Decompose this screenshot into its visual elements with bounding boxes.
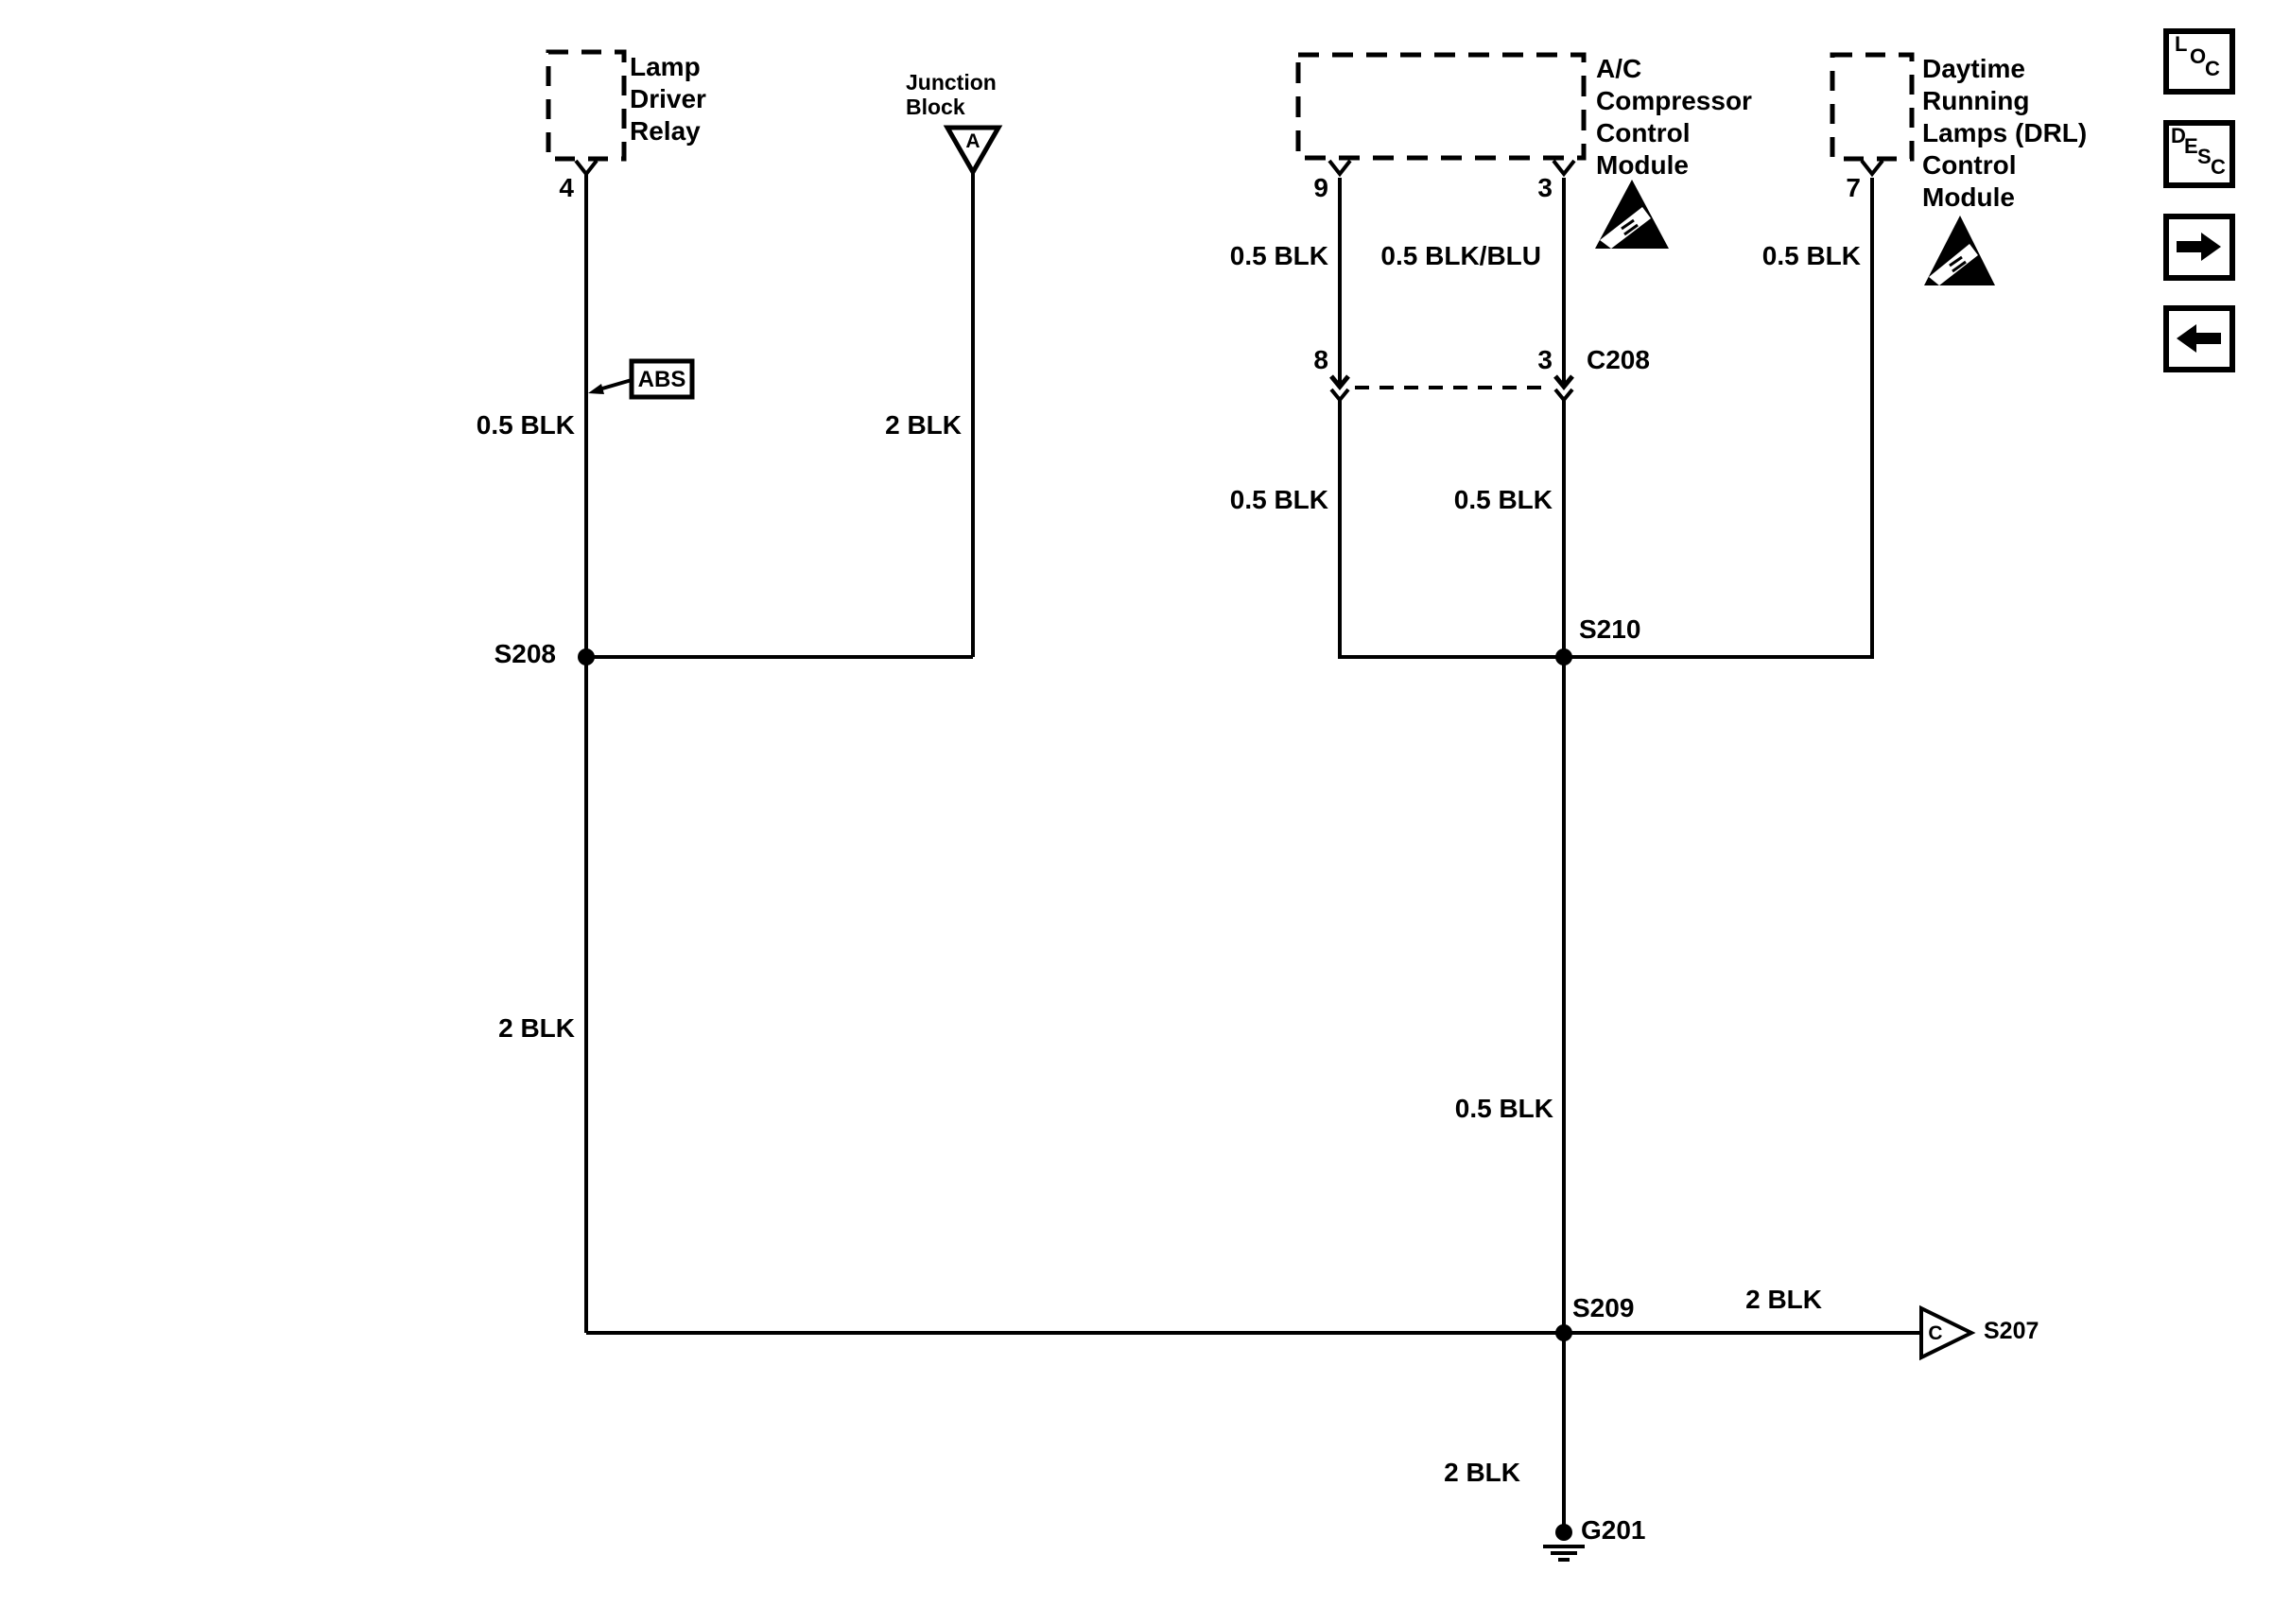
ac-compressor-module-box bbox=[1295, 52, 1587, 161]
desc-letter: S bbox=[2197, 145, 2212, 168]
pin-label-9: 9 bbox=[1313, 173, 1328, 202]
junction-block-label: Junction Block bbox=[906, 70, 997, 119]
ground-g201-dot bbox=[1555, 1524, 1572, 1541]
wire-ac8-lower bbox=[1338, 399, 1564, 659]
abs-callout-arrow-line bbox=[601, 378, 633, 390]
label-line: Daytime bbox=[1922, 54, 2025, 83]
c208-arrow-right-icon bbox=[1553, 374, 1574, 390]
desc-letter: E bbox=[2184, 134, 2198, 158]
wire-drl-vertical bbox=[1564, 178, 1874, 659]
drl-module-box bbox=[1830, 52, 1915, 162]
next-page-button[interactable] bbox=[2163, 214, 2235, 281]
arrow-left-icon bbox=[2177, 324, 2221, 353]
esd-icon bbox=[1924, 216, 1995, 285]
wire-label: 2 BLK bbox=[498, 1013, 575, 1043]
lamp-driver-relay-box bbox=[546, 49, 627, 162]
abs-callout-box bbox=[629, 358, 695, 400]
connector-label-c208: C208 bbox=[1587, 345, 1650, 374]
wire-label: 2 BLK bbox=[1745, 1285, 1822, 1314]
label-line: A/C bbox=[1596, 54, 1642, 83]
splice-label-s208: S208 bbox=[494, 639, 556, 668]
label-line: Lamp bbox=[630, 52, 701, 81]
splice-label-s209: S209 bbox=[1572, 1293, 1635, 1322]
abs-callout-arrowhead bbox=[588, 384, 604, 394]
label-line: Module bbox=[1596, 150, 1689, 180]
label-line: Relay bbox=[630, 116, 701, 146]
splice-s209-dot bbox=[1555, 1324, 1572, 1341]
wire-label: 0.5 BLK bbox=[1761, 241, 1861, 270]
c208-socket-left-icon bbox=[1329, 388, 1350, 404]
pin-label-7: 7 bbox=[1846, 173, 1861, 202]
drl-module-label: Daytime Running Lamps (DRL) Control Modu… bbox=[1922, 53, 2087, 214]
wire-label: 0.5 BLK bbox=[476, 410, 575, 440]
arrow-right-icon bbox=[2177, 233, 2221, 261]
splice-s210-dot bbox=[1555, 648, 1572, 665]
label-line: Control bbox=[1922, 150, 2017, 180]
pin-label-3: 3 bbox=[1537, 173, 1553, 202]
label-line: Driver bbox=[630, 84, 706, 113]
label-line: Compressor bbox=[1596, 86, 1752, 115]
splice-label-s210: S210 bbox=[1579, 614, 1641, 644]
label-line: Module bbox=[1922, 182, 2015, 212]
c208-socket-right-icon bbox=[1553, 388, 1574, 404]
junction-block-triangle-icon bbox=[943, 125, 1003, 178]
c208-pin-label-3: 3 bbox=[1537, 345, 1553, 374]
loc-button[interactable]: L O C bbox=[2163, 28, 2235, 95]
wire-label: 0.5 BLK bbox=[1453, 485, 1553, 514]
offpage-triangle-letter: C bbox=[1928, 1322, 1943, 1344]
pin-3-connector-icon bbox=[1552, 159, 1576, 178]
label-line: Junction bbox=[906, 70, 997, 95]
label-line: Running bbox=[1922, 86, 2030, 115]
pin-9-connector-icon bbox=[1327, 159, 1352, 178]
previous-page-button[interactable] bbox=[2163, 305, 2235, 372]
loc-letter: C bbox=[2205, 57, 2220, 80]
c208-pin-label-8: 8 bbox=[1313, 345, 1328, 374]
ground-g201-icon bbox=[1543, 1545, 1585, 1562]
lamp-driver-relay-label: Lamp Driver Relay bbox=[630, 51, 706, 147]
loc-letter: L bbox=[2175, 32, 2188, 56]
desc-button[interactable]: D E S C bbox=[2163, 120, 2235, 188]
pin-4-connector-icon bbox=[574, 159, 599, 178]
offpage-s207-triangle-icon bbox=[1919, 1304, 1976, 1361]
pin-label-4: 4 bbox=[559, 173, 574, 202]
wire-label: 0.5 BLK/BLU bbox=[1380, 241, 1541, 270]
desc-letter: C bbox=[2211, 155, 2226, 179]
pin-7-connector-icon bbox=[1860, 159, 1884, 178]
junction-block-letter: A bbox=[965, 130, 980, 152]
wire-label: 0.5 BLK bbox=[1229, 241, 1328, 270]
c208-arrow-left-icon bbox=[1329, 374, 1350, 390]
ac-compressor-module-label: A/C Compressor Control Module bbox=[1596, 53, 1752, 181]
offpage-label-s207: S207 bbox=[1984, 1318, 2039, 1344]
wire-label: 2 BLK bbox=[1444, 1458, 1520, 1487]
wire-label: 2 BLK bbox=[885, 410, 962, 440]
ground-label-g201: G201 bbox=[1581, 1515, 1646, 1545]
wire-label: 0.5 BLK bbox=[1454, 1094, 1553, 1123]
label-line: Block bbox=[906, 95, 965, 119]
loc-letter: O bbox=[2190, 44, 2207, 68]
esd-icon bbox=[1595, 180, 1669, 249]
abs-callout-label: ABS bbox=[637, 367, 686, 392]
splice-s208-dot bbox=[578, 648, 595, 665]
wire-label: 0.5 BLK bbox=[1229, 485, 1328, 514]
desc-letter: D bbox=[2171, 124, 2186, 147]
label-line: Control bbox=[1596, 118, 1691, 147]
label-line: Lamps (DRL) bbox=[1922, 118, 2088, 147]
